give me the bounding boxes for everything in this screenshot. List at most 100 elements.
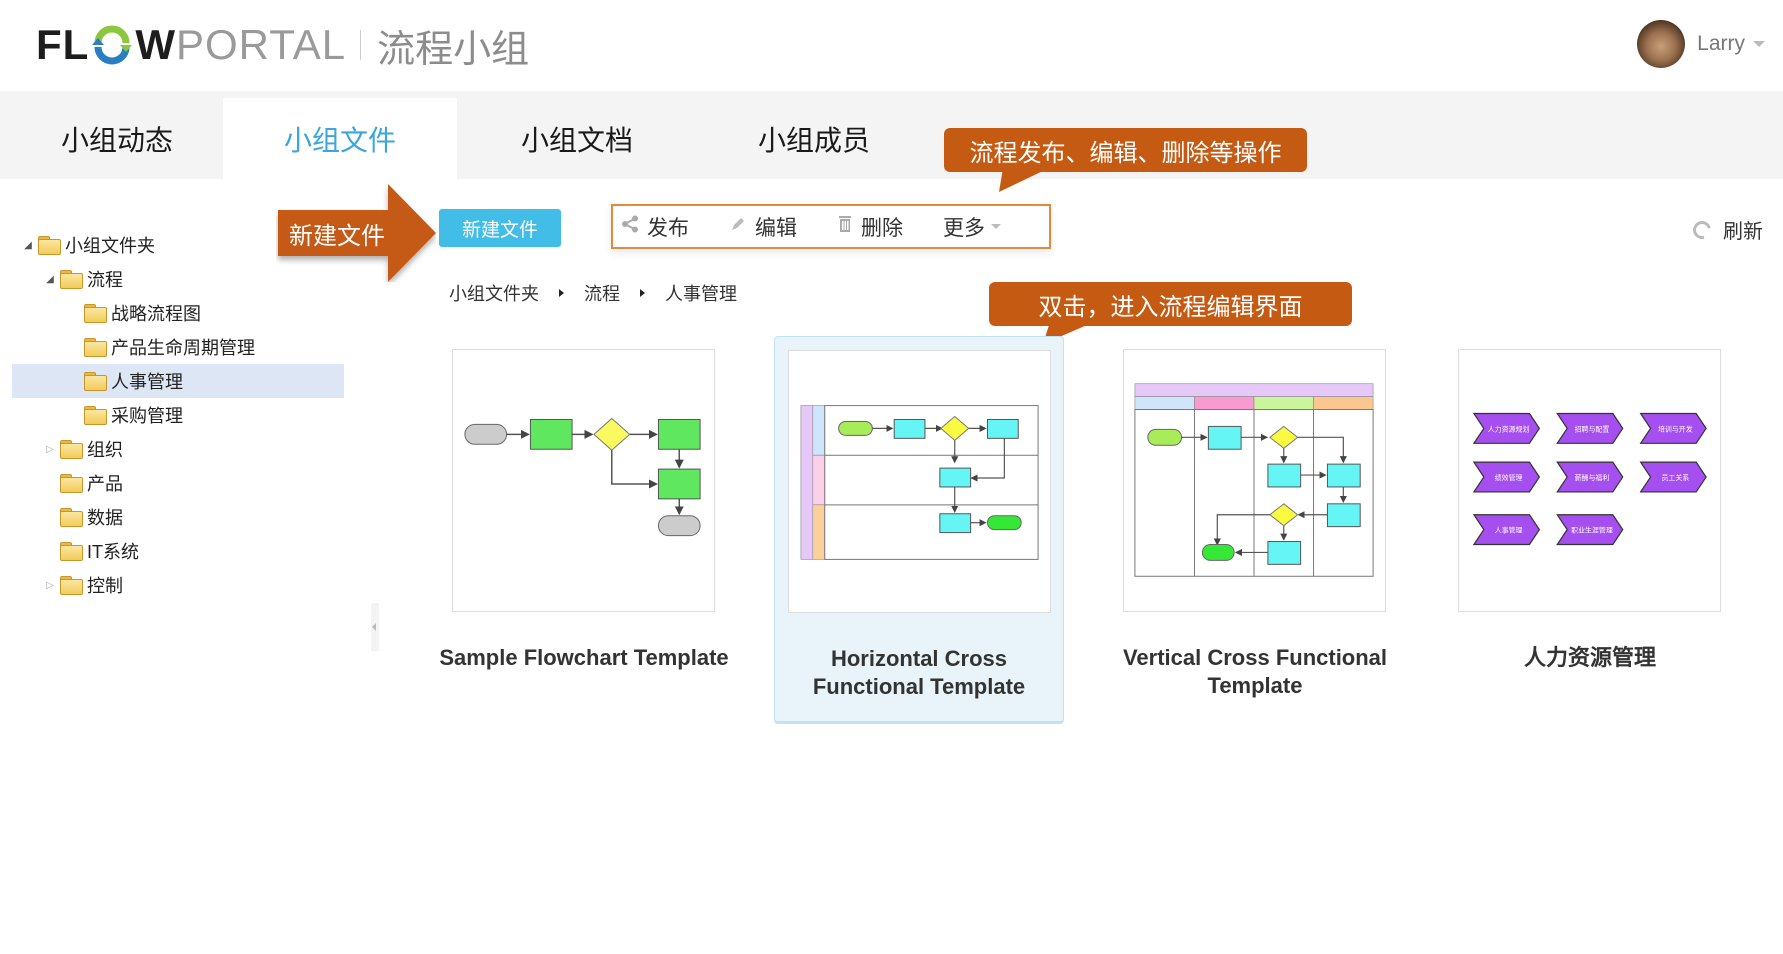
callout-double-click-text: 双击，进入流程编辑界面 bbox=[1038, 293, 1303, 321]
thumbnail-hr-management: 人力资源规划 招聘与配置 培训与开发绩效管理 薪酬与福利 员工关系人事管理 职业生涯管理 bbox=[1458, 349, 1721, 612]
hr-chevron: 绩效管理 bbox=[1472, 461, 1541, 493]
file-card-horizontal-cross[interactable]: Horizontal Cross Functional Template bbox=[774, 336, 1064, 724]
file-card-vertical-cross[interactable]: Vertical Cross Functional Template bbox=[1110, 336, 1400, 724]
collapsed-icon[interactable]: ▷ bbox=[46, 579, 54, 591]
delete-label: 删除 bbox=[861, 216, 903, 240]
tree-item-organization[interactable]: ▷ 组织 bbox=[12, 432, 344, 466]
folder-icon bbox=[60, 474, 83, 493]
expanded-icon[interactable]: ◢ bbox=[24, 239, 32, 251]
chevron-down-icon[interactable] bbox=[1753, 41, 1765, 47]
folder-open-icon bbox=[60, 270, 83, 289]
sidebar-splitter[interactable] bbox=[371, 603, 379, 651]
breadcrumb-process[interactable]: 流程 bbox=[584, 284, 620, 304]
collapsed-icon[interactable]: ▷ bbox=[46, 443, 54, 455]
tree-item-label: 组织 bbox=[87, 440, 123, 460]
tree-item-label: 人事管理 bbox=[111, 372, 183, 392]
tree-item-label: 流程 bbox=[87, 270, 123, 290]
logo-divider bbox=[360, 30, 362, 60]
thumbnail-horizontal-cross bbox=[788, 350, 1051, 613]
breadcrumb-hr: 人事管理 bbox=[665, 284, 737, 304]
file-card-sample-flowchart[interactable]: Sample Flowchart Template bbox=[439, 336, 729, 724]
tab-group-documents[interactable]: 小组文档 bbox=[520, 124, 633, 156]
hr-chevron: 员工关系 bbox=[1639, 461, 1707, 493]
hr-chevron: 培训与开发 bbox=[1639, 412, 1707, 444]
flowchart-preview bbox=[464, 417, 701, 537]
file-title: Vertical Cross Functional Template bbox=[1122, 645, 1388, 698]
hr-chevron-label: 人事管理 bbox=[1495, 526, 1523, 535]
tree-item-label: 小组文件夹 bbox=[65, 236, 155, 256]
edit-label: 编辑 bbox=[755, 216, 797, 240]
file-title: Sample Flowchart Template bbox=[439, 645, 729, 670]
tab-group-files[interactable]: 小组文件 bbox=[223, 98, 457, 179]
tree-item-label: IT系统 bbox=[87, 542, 139, 562]
user-menu[interactable]: Larry bbox=[1637, 20, 1765, 68]
action-toolbar: 发布 编辑 删除 更多 bbox=[611, 204, 1051, 249]
folder-open-icon bbox=[84, 372, 107, 391]
app-section-title: 流程小组 bbox=[377, 28, 530, 71]
logo-w: W bbox=[135, 21, 176, 68]
file-title: Horizontal Cross Functional Template bbox=[812, 646, 1026, 699]
tree-item-it-systems[interactable]: IT系统 bbox=[12, 534, 344, 568]
file-title: 人力资源管理 bbox=[1523, 645, 1656, 670]
logo-flow-text: FL W bbox=[36, 21, 176, 69]
trash-icon bbox=[837, 215, 853, 238]
callout-double-click: 双击，进入流程编辑界面 bbox=[989, 282, 1352, 326]
tree-item-control[interactable]: ▷ 控制 bbox=[12, 568, 344, 602]
breadcrumb-separator-icon bbox=[559, 289, 564, 297]
refresh-button[interactable]: 刷新 bbox=[1689, 215, 1763, 244]
folder-open-icon bbox=[38, 236, 61, 255]
callout-actions-text: 流程发布、编辑、删除等操作 bbox=[969, 139, 1282, 167]
hr-chevron-label: 招聘与配置 bbox=[1575, 424, 1610, 433]
header: FL W PORTAL 流程小组 Larry bbox=[0, 0, 1783, 91]
hr-chevron-label: 培训与开发 bbox=[1658, 424, 1693, 433]
tree-item-procurement[interactable]: 采购管理 bbox=[12, 398, 344, 432]
pencil-icon bbox=[729, 215, 747, 238]
tree-item-strategy[interactable]: 战略流程图 bbox=[12, 296, 344, 330]
avatar[interactable] bbox=[1637, 20, 1686, 68]
more-dropdown[interactable]: 更多 bbox=[943, 212, 1001, 242]
refresh-label: 刷新 bbox=[1723, 221, 1763, 243]
flowportal-logo[interactable]: FL W PORTAL 流程小组 bbox=[36, 21, 529, 71]
folder-open-icon bbox=[84, 304, 107, 323]
edit-button[interactable]: 编辑 bbox=[729, 212, 797, 242]
tree-item-process[interactable]: ◢ 流程 bbox=[12, 262, 344, 296]
breadcrumb: 小组文件夹 流程 人事管理 bbox=[449, 280, 737, 306]
share-icon bbox=[621, 215, 639, 238]
refresh-icon bbox=[1689, 217, 1715, 242]
collapse-left-icon[interactable] bbox=[372, 623, 376, 631]
folder-open-icon bbox=[84, 338, 107, 357]
tree-item-label: 产品生命周期管理 bbox=[111, 338, 255, 358]
new-file-button[interactable]: 新建文件 bbox=[439, 209, 561, 247]
hr-chevron-label: 绩效管理 bbox=[1495, 473, 1523, 482]
logo-portal-text: PORTAL bbox=[175, 21, 347, 68]
tree-item-product[interactable]: 产品 bbox=[12, 466, 344, 500]
tab-group-members[interactable]: 小组成员 bbox=[757, 124, 870, 156]
breadcrumb-group-folder[interactable]: 小组文件夹 bbox=[449, 284, 539, 304]
hr-chevron: 人力资源规划 bbox=[1472, 412, 1541, 444]
hr-chevron: 职业生涯管理 bbox=[1556, 514, 1624, 546]
delete-button[interactable]: 删除 bbox=[837, 212, 903, 242]
tab-group-activity[interactable]: 小组动态 bbox=[60, 124, 173, 156]
tree-item-label: 采购管理 bbox=[111, 406, 183, 426]
file-card-hr-management[interactable]: 人力资源规划招聘与配置培训与开发绩效管理薪酬与福利员工关系人事管理职业生涯管理 … bbox=[1445, 336, 1735, 724]
hr-chevron-label: 员工关系 bbox=[1661, 473, 1689, 482]
tree-item-label: 战略流程图 bbox=[111, 304, 201, 324]
hr-chevron: 薪酬与福利 bbox=[1556, 461, 1624, 493]
logo-cycle-icon bbox=[90, 23, 134, 67]
tree-item-hr[interactable]: 人事管理 bbox=[12, 364, 344, 398]
logo-fl: FL bbox=[36, 21, 90, 68]
tree-item-product-lifecycle[interactable]: 产品生命周期管理 bbox=[12, 330, 344, 364]
tree-item-label: 数据 bbox=[87, 508, 123, 528]
publish-button[interactable]: 发布 bbox=[621, 212, 689, 242]
tree-item-group-folder[interactable]: ◢ 小组文件夹 bbox=[12, 228, 344, 262]
user-name[interactable]: Larry bbox=[1697, 32, 1745, 55]
tree-item-label: 控制 bbox=[87, 576, 123, 596]
folder-icon bbox=[60, 542, 83, 561]
callout-actions-tail bbox=[999, 168, 1049, 192]
expanded-icon[interactable]: ◢ bbox=[46, 273, 54, 285]
tree-item-data[interactable]: 数据 bbox=[12, 500, 344, 534]
horizontal-swimlane-preview bbox=[800, 405, 1039, 560]
publish-label: 发布 bbox=[647, 216, 689, 240]
thumbnail-vertical-cross bbox=[1123, 349, 1386, 612]
